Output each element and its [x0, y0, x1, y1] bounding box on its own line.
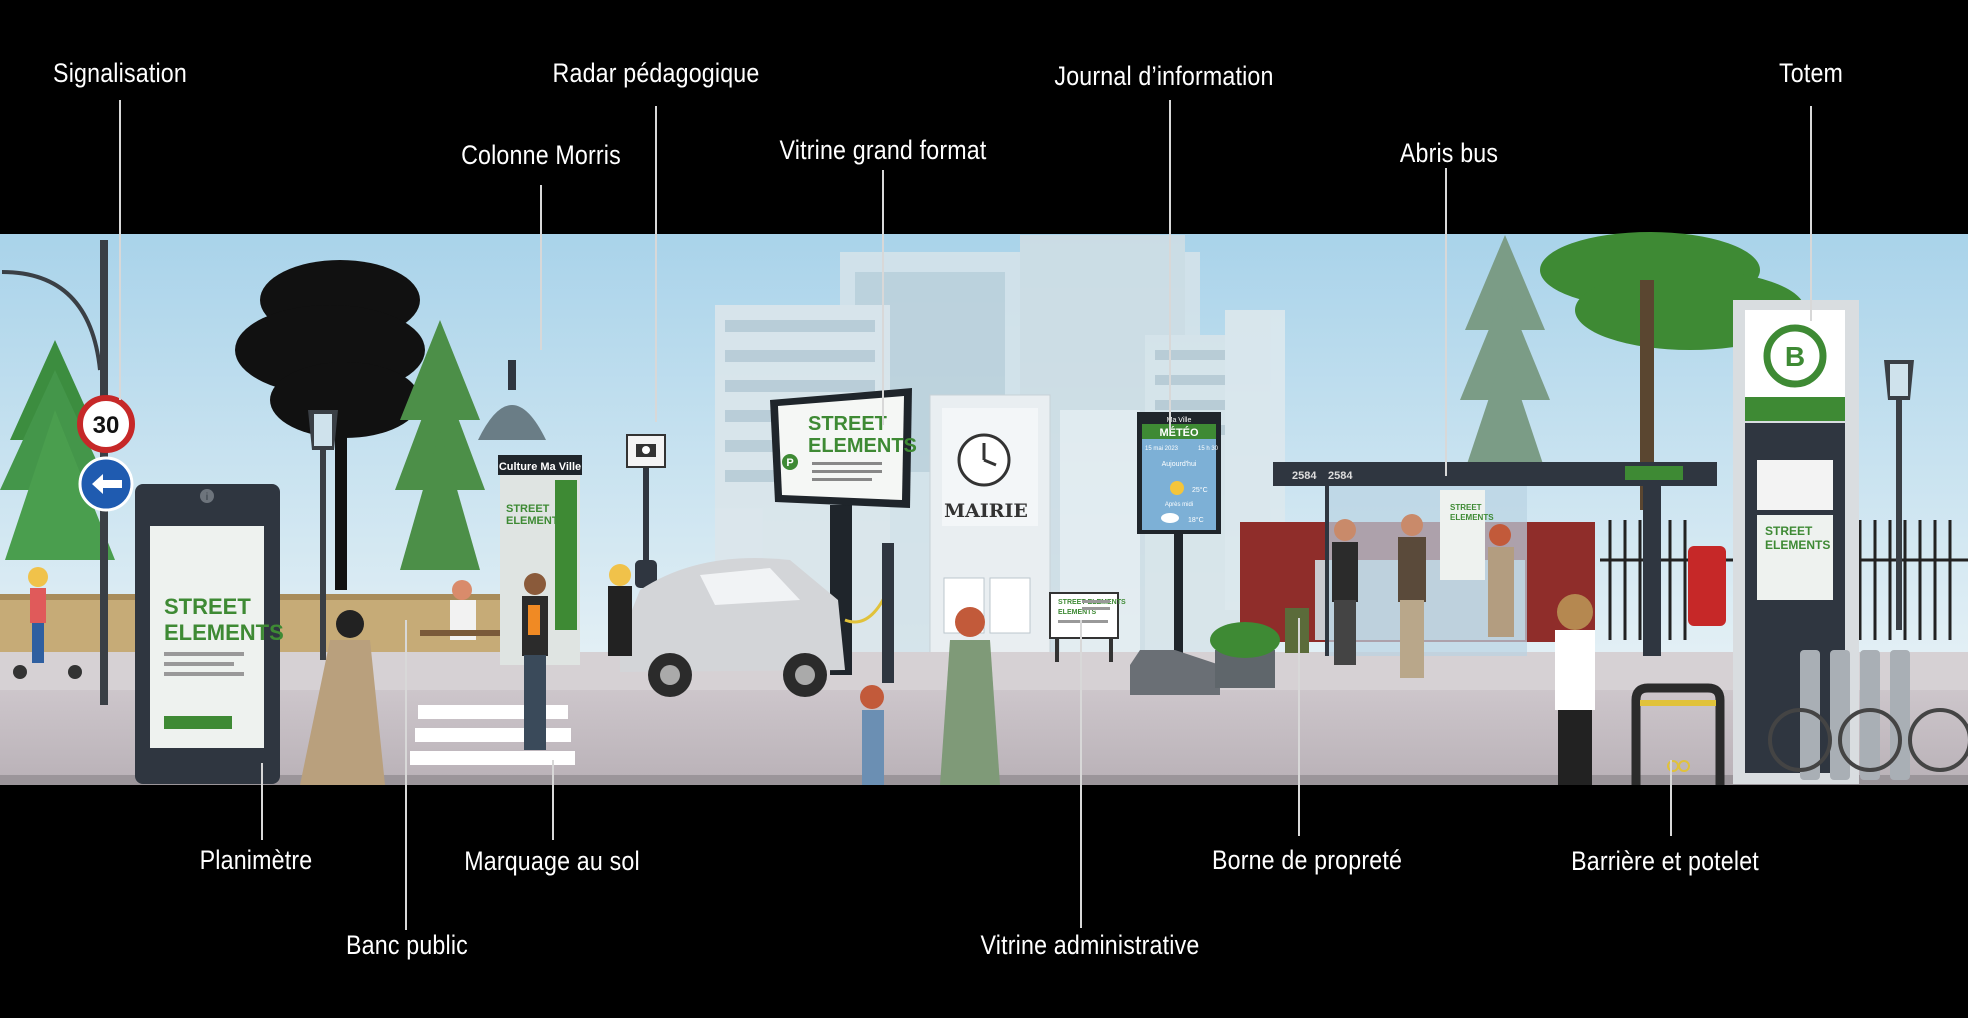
vitrine-grand-format: STREET ELEMENTS P: [770, 388, 917, 675]
person-phone: [300, 610, 385, 785]
svg-text:B: B: [1785, 341, 1805, 372]
pedestrians: [13, 514, 1595, 785]
leader-barriere: [1670, 760, 1672, 836]
svg-text:30: 30: [93, 412, 120, 439]
leader-vitrine-admin: [1080, 620, 1082, 928]
borne-proprete: [1210, 608, 1309, 688]
parking-icon: [782, 454, 798, 470]
person-mother: [940, 607, 1000, 785]
label-totem: Totem: [1778, 58, 1844, 88]
svg-text:15 h 30: 15 h 30: [1198, 446, 1219, 452]
label-colonne: Colonne Morris: [461, 140, 621, 170]
svg-text:STREET: STREET: [808, 413, 887, 435]
sun-icon: [1170, 481, 1184, 495]
label-banc: Banc public: [346, 930, 468, 960]
street-lamp-left: [308, 410, 338, 660]
leader-banc: [405, 620, 407, 930]
svg-text:Culture Ma Ville: Culture Ma Ville: [499, 461, 581, 473]
leader-vitrine-grand: [882, 170, 884, 425]
svg-text:STREET: STREET: [1765, 524, 1813, 538]
cloud-icon: [1161, 513, 1179, 523]
vitrine-administrative: STREET ELEMENTS ELEMENTS: [1049, 592, 1126, 662]
svg-text:15 mai 2023: 15 mai 2023: [1145, 446, 1179, 452]
person-dog: [608, 564, 632, 656]
svg-text:18°C: 18°C: [1188, 516, 1204, 524]
radar-pedagogique: [626, 434, 666, 665]
person-waiting-2: [1488, 524, 1514, 637]
person-suit: [1332, 519, 1358, 665]
svg-text:Ma Ville: Ma Ville: [1167, 417, 1192, 424]
svg-text:P: P: [786, 457, 793, 469]
svg-text:MÉTÉO: MÉTÉO: [1159, 426, 1199, 439]
leader-marquage: [552, 760, 554, 840]
person-crossing: [522, 573, 548, 750]
electric-car: [620, 543, 894, 697]
svg-text:ELEMENTS: ELEMENTS: [1450, 513, 1494, 522]
label-marquage: Marquage au sol: [464, 846, 640, 876]
info-icon: [200, 489, 214, 503]
svg-text:MAIRIE: MAIRIE: [944, 500, 1028, 522]
mairie-building: MAIRIE: [929, 394, 1051, 666]
svg-text:Aujourd'hui: Aujourd'hui: [1162, 461, 1197, 468]
label-borne: Borne de propreté: [1211, 845, 1403, 875]
label-journal: Journal d’information: [1054, 61, 1274, 91]
label-abris: Abris bus: [1399, 138, 1499, 168]
label-signalisation: Signalisation: [53, 58, 187, 88]
leader-colonne: [540, 185, 542, 350]
person-bench: [420, 580, 500, 640]
svg-text:STREET: STREET: [506, 503, 550, 515]
svg-text:STREET: STREET: [1450, 503, 1482, 512]
barriere-potelet: [1631, 683, 1725, 785]
leader-journal: [1169, 100, 1171, 430]
signalisation-pole: 30: [1, 240, 135, 705]
bike-station: [1768, 650, 1968, 780]
svg-text:2584: 2584: [1292, 470, 1317, 482]
street-lamp-right: [1884, 360, 1914, 630]
svg-text:2584: 2584: [1328, 470, 1353, 482]
svg-text:i: i: [206, 492, 208, 503]
red-mailbox: [1688, 546, 1726, 626]
svg-text:ELEMENTS: ELEMENTS: [164, 620, 284, 645]
label-radar: Radar pédagogique: [552, 58, 760, 88]
svg-text:ELEMENTS: ELEMENTS: [506, 515, 566, 527]
leader-abris: [1445, 168, 1447, 476]
label-planimetre: Planimètre: [199, 845, 313, 875]
planimetre: i STREET ELEMENTS: [135, 484, 284, 784]
camera-icon: [636, 444, 656, 457]
svg-text:ELEMENTS: ELEMENTS: [1058, 609, 1096, 616]
person-child: [860, 685, 884, 785]
svg-text:STREET: STREET: [164, 594, 251, 619]
arrow-left-icon: [92, 474, 122, 494]
svg-text:ELEMENTS: ELEMENTS: [1765, 538, 1830, 552]
label-barriere: Barrière et potelet: [1571, 846, 1759, 876]
leader-borne: [1298, 618, 1300, 836]
person-waiting-1: [1398, 514, 1426, 678]
svg-text:ELEMENTS: ELEMENTS: [808, 435, 917, 457]
svg-text:Après midi: Après midi: [1165, 502, 1193, 508]
person-scooter: [13, 567, 82, 679]
leader-totem: [1810, 106, 1812, 321]
label-vitrine-admin: Vitrine administrative: [980, 930, 1200, 960]
marquage-au-sol: [410, 705, 575, 765]
leader-radar: [655, 106, 657, 422]
label-vitrine-grand: Vitrine grand format: [779, 135, 987, 165]
leader-signalisation: [119, 100, 121, 400]
svg-text:25°C: 25°C: [1192, 486, 1208, 494]
leader-planimetre: [261, 763, 263, 840]
person-foreground: [1555, 594, 1595, 785]
